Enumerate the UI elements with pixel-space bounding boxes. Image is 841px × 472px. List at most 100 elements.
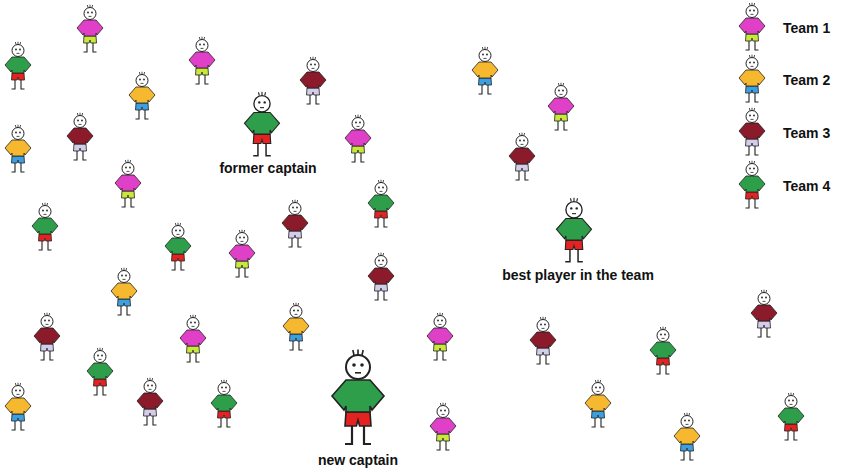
mouth xyxy=(260,107,264,108)
player-figure xyxy=(300,57,326,104)
player-figure xyxy=(111,268,137,315)
shirt xyxy=(5,57,31,73)
player-figure xyxy=(283,303,309,350)
eye xyxy=(15,132,17,134)
legs xyxy=(758,327,771,337)
hair xyxy=(749,161,754,164)
hair xyxy=(378,253,383,256)
head xyxy=(12,128,24,140)
shorts xyxy=(12,414,25,421)
eye xyxy=(77,120,79,122)
eye xyxy=(310,64,312,66)
eye xyxy=(441,320,443,322)
eye xyxy=(749,115,751,117)
hair xyxy=(684,413,689,416)
player-figure xyxy=(137,378,163,425)
eye xyxy=(258,101,260,103)
shirt xyxy=(739,18,765,34)
hair xyxy=(558,83,563,86)
player-figure xyxy=(509,133,535,180)
shorts xyxy=(12,156,25,163)
mouth xyxy=(295,314,298,315)
head xyxy=(122,163,134,175)
eye xyxy=(595,387,597,389)
legs xyxy=(345,424,371,444)
shirt xyxy=(32,218,58,234)
legs xyxy=(118,305,131,315)
shorts xyxy=(39,234,52,241)
head xyxy=(12,45,24,57)
mouth xyxy=(560,94,563,95)
eye xyxy=(147,385,149,387)
hair xyxy=(292,200,297,203)
legs xyxy=(172,260,185,270)
shirt xyxy=(111,283,137,299)
figure-caption: former captain xyxy=(219,160,316,176)
eye xyxy=(444,410,446,412)
shorts xyxy=(479,78,492,85)
hair xyxy=(519,133,524,136)
eye xyxy=(179,230,181,232)
legs xyxy=(253,142,271,156)
hair xyxy=(239,230,244,233)
legs xyxy=(144,415,157,425)
mouth xyxy=(17,394,20,395)
mouth xyxy=(751,172,754,173)
shorts xyxy=(144,409,157,416)
mouth xyxy=(44,214,47,215)
eye xyxy=(15,49,17,51)
mouth xyxy=(439,324,442,325)
player-figure xyxy=(650,327,676,374)
head xyxy=(681,416,693,428)
head xyxy=(516,136,528,148)
legs xyxy=(187,352,200,362)
legs xyxy=(746,40,759,50)
head xyxy=(172,226,184,238)
shirt xyxy=(368,195,394,211)
player-figure xyxy=(751,290,777,337)
legs xyxy=(84,42,97,52)
shirt xyxy=(530,332,556,348)
shorts xyxy=(746,86,759,93)
eye xyxy=(263,101,265,103)
eye xyxy=(296,207,298,209)
legs xyxy=(307,94,320,104)
legs xyxy=(375,290,388,300)
player-figure xyxy=(189,37,215,84)
legs xyxy=(12,79,25,89)
eye xyxy=(359,122,361,124)
player-figure xyxy=(530,317,556,364)
mouth xyxy=(686,424,689,425)
legs xyxy=(39,240,52,250)
shirt xyxy=(332,380,384,412)
mouth xyxy=(141,83,144,84)
hair xyxy=(761,290,766,293)
legend-label: Team 2 xyxy=(783,72,830,88)
eye xyxy=(761,297,763,299)
legs xyxy=(289,237,302,247)
eye xyxy=(378,260,380,262)
eye xyxy=(788,400,790,402)
shorts xyxy=(681,444,694,451)
eye xyxy=(121,275,123,277)
head xyxy=(290,306,302,318)
head xyxy=(94,351,106,363)
hair xyxy=(437,313,442,316)
legend-swatch-figure xyxy=(739,108,765,155)
player-figure xyxy=(244,92,279,156)
player-figure xyxy=(77,5,103,52)
head xyxy=(785,396,797,408)
shorts xyxy=(172,254,185,261)
legs xyxy=(785,430,798,440)
eye xyxy=(125,275,127,277)
eye xyxy=(297,310,299,312)
head xyxy=(537,320,549,332)
hair xyxy=(353,349,363,355)
head xyxy=(592,383,604,395)
shirt xyxy=(650,342,676,358)
shirt xyxy=(430,418,456,434)
legs xyxy=(479,84,492,94)
eye xyxy=(599,387,601,389)
mouth xyxy=(201,48,204,49)
